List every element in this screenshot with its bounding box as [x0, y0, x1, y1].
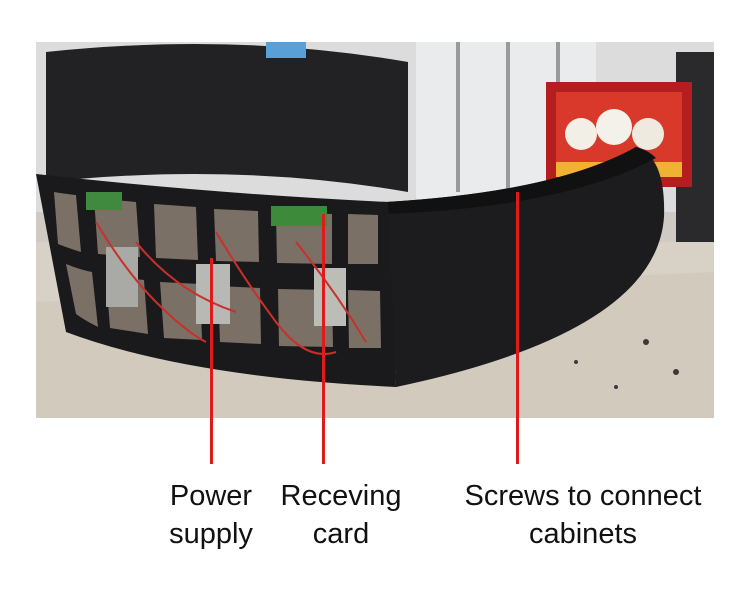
receiving-card-callout-line: [322, 214, 325, 464]
screws-callout-line: [516, 192, 519, 464]
receiving-card-label-line1: Receving: [280, 480, 402, 512]
power-supply-label: Power supply: [140, 477, 282, 553]
receiving-card-label: Receving card: [266, 477, 416, 553]
screws-label: Screws to connect cabinets: [442, 477, 724, 553]
power-supply-label-line2: supply: [169, 518, 253, 550]
power-supply-label-line1: Power: [169, 480, 253, 512]
screws-label-line2: cabinets: [528, 518, 637, 550]
power-supply-callout-line: [210, 258, 213, 464]
screws-label-line1: Screws to connect: [464, 480, 702, 512]
curved-led-screen-photo: [36, 42, 714, 418]
receiving-card-label-line2: card: [312, 518, 370, 550]
